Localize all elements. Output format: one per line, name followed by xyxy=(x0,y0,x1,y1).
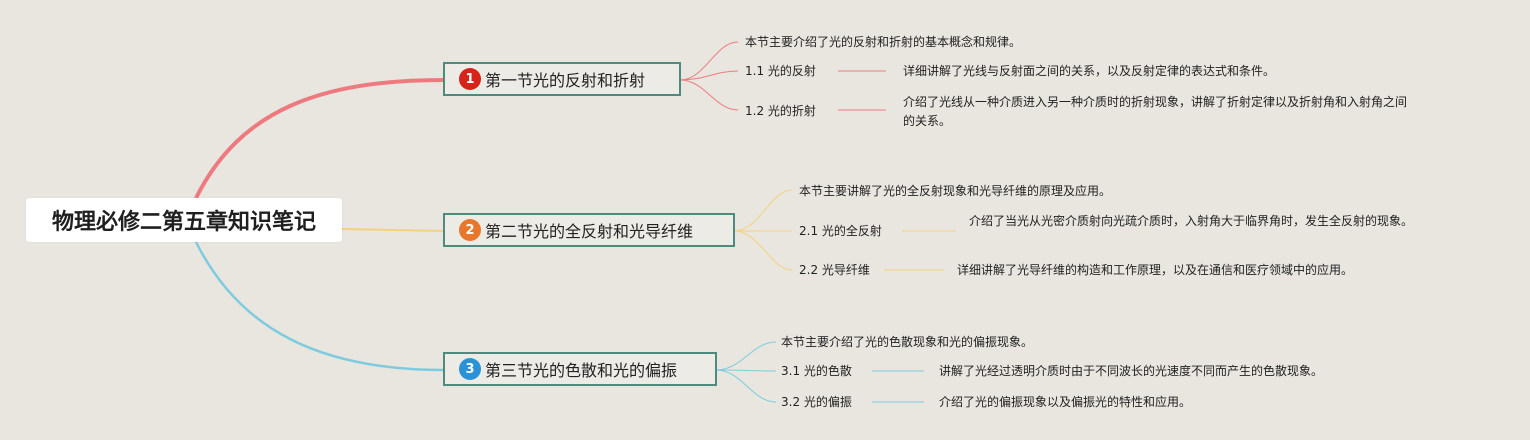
section-2-item-1-desc[interactable]: 介绍了当光从光密介质射向光疏介质时，入射角大于临界角时，发生全反射的现象。 xyxy=(969,214,1414,228)
section-2-topic[interactable]: 2 第二节光的全反射和光导纤维 xyxy=(443,213,735,247)
connector-root-branch1 xyxy=(194,78,445,199)
section-3-title: 第三节光的色散和光的偏振 xyxy=(485,361,678,380)
section-3-item-1-desc[interactable]: 讲解了光经过透明介质时由于不同波长的光速度不同而产生的色散现象。 xyxy=(939,364,1324,378)
section-2-item-2-desc[interactable]: 详细讲解了光导纤维的构造和工作原理，以及在通信和医疗领域中的应用。 xyxy=(957,263,1354,277)
section-1-item-2-desc[interactable]: 介绍了光线从一种介质进入另一种介质时的折射现象，讲解了折射定律以及折射角和入射角… xyxy=(903,95,1408,128)
connector-b2-summary xyxy=(733,189,793,232)
section-1-summary[interactable]: 本节主要介绍了光的反射和折射的基本概念和规律。 xyxy=(745,35,1022,49)
number-badge-3: 3 xyxy=(459,358,481,380)
connector-b3-summary xyxy=(715,341,777,371)
section-1-item-2-label[interactable]: 1.2 光的折射 xyxy=(745,104,816,118)
section-2-item-1-label[interactable]: 2.1 光的全反射 xyxy=(799,224,882,238)
section-1-topic[interactable]: 1 第一节光的反射和折射 xyxy=(443,62,681,96)
connector-b3-item1 xyxy=(715,369,777,372)
connector-b2-item2 xyxy=(733,230,793,271)
section-1-title: 第一节光的反射和折射 xyxy=(485,71,646,90)
section-2-title: 第二节光的全反射和光导纤维 xyxy=(485,222,694,241)
section-2-summary[interactable]: 本节主要讲解了光的全反射现象和光导纤维的原理及应用。 xyxy=(799,184,1112,198)
root-topic[interactable]: 物理必修二第五章知识笔记 xyxy=(26,198,342,242)
section-1-item-1-desc[interactable]: 详细讲解了光线与反射面之间的关系，以及反射定律的表达式和条件。 xyxy=(903,64,1276,78)
section-1-item-1-label[interactable]: 1.1 光的反射 xyxy=(745,64,816,78)
connector-b3-item2 xyxy=(715,369,777,403)
connector-b1-summary xyxy=(679,41,739,81)
connector-root-branch3 xyxy=(194,241,445,372)
section-3-topic[interactable]: 3 第三节光的色散和光的偏振 xyxy=(443,352,717,386)
section-3-item-2-desc[interactable]: 介绍了光的偏振现象以及偏振光的特性和应用。 xyxy=(939,395,1192,409)
section-3-summary[interactable]: 本节主要介绍了光的色散现象和光的偏振现象。 xyxy=(781,335,1034,349)
section-2-item-2-label[interactable]: 2.2 光导纤维 xyxy=(799,263,870,277)
connector-root-branch2 xyxy=(341,228,445,232)
connector-b1-item2 xyxy=(679,79,739,111)
section-3-item-2-label[interactable]: 3.2 光的偏振 xyxy=(781,395,852,409)
connector-b1-item1 xyxy=(679,70,739,81)
section-3-item-1-label[interactable]: 3.1 光的色散 xyxy=(781,364,852,378)
number-badge-1: 1 xyxy=(459,68,481,90)
number-badge-2: 2 xyxy=(459,219,481,241)
